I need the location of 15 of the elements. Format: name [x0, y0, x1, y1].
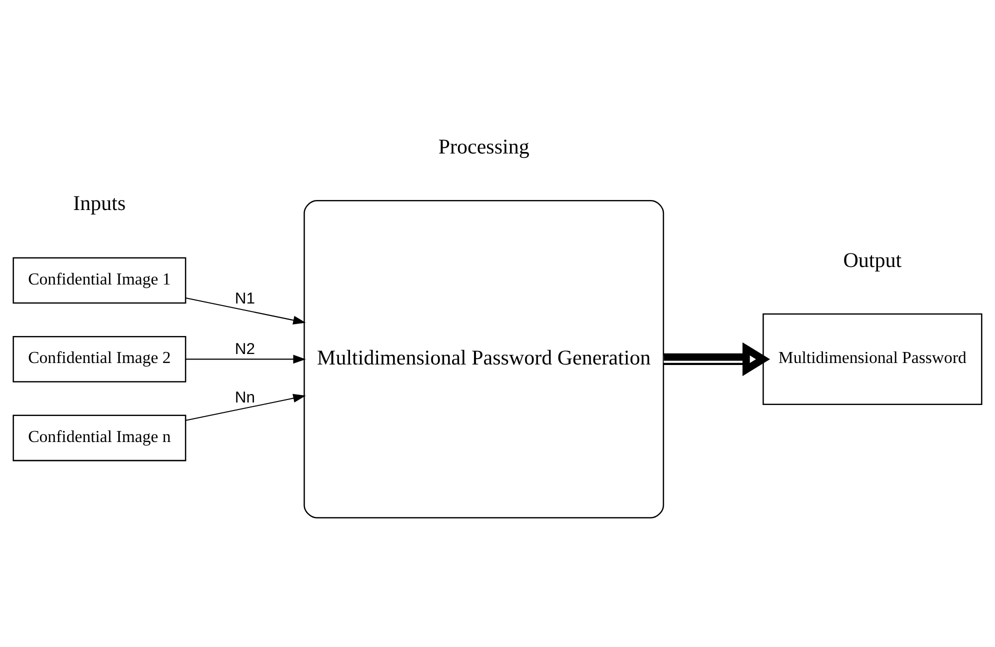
arrow	[186, 298, 306, 325]
edge-label: Nn	[234, 389, 255, 406]
arrow	[664, 342, 770, 376]
edge-label: N1	[234, 290, 255, 308]
label: Output	[843, 248, 902, 272]
arrow	[186, 354, 306, 364]
node-box: Multidimensional Password Generation	[304, 200, 664, 518]
node-box: Confidential Image 2	[12, 336, 186, 382]
arrow	[186, 394, 306, 421]
node-box: Confidential Image n	[12, 414, 186, 462]
edge-label: N2	[234, 340, 255, 358]
node-box: Multidimensional Password	[762, 313, 982, 405]
node-box: Confidential Image 1	[12, 257, 186, 304]
label: Processing	[438, 134, 530, 158]
label: Inputs	[73, 191, 126, 216]
